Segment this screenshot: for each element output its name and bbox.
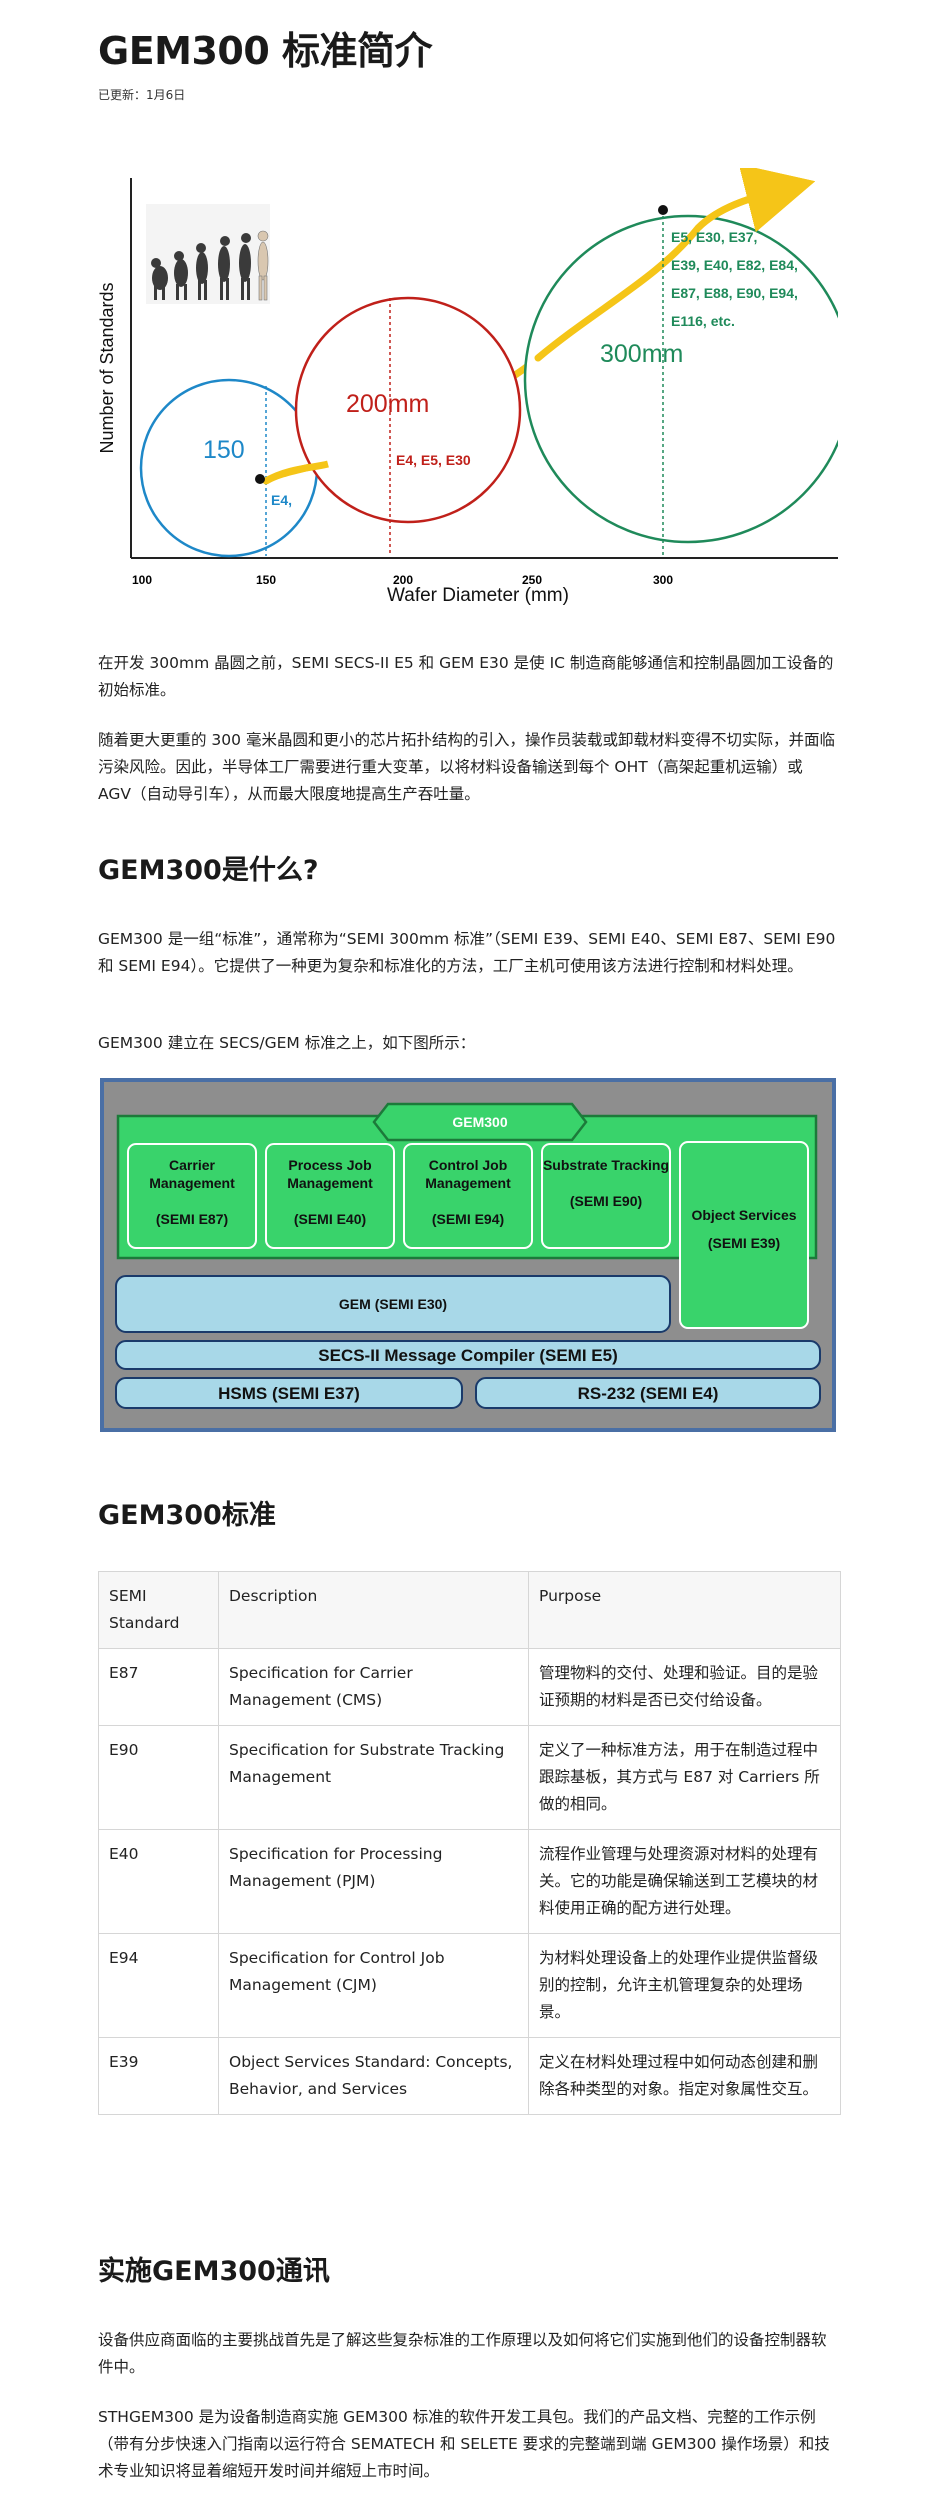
standards-200mm: E4, E5, E30 [396,452,471,468]
standard-code: E39 [98,2037,219,2115]
module-name: Process Job Management [287,1157,373,1191]
wafer-evolution-figure: Number of Standards 100 150 200 250 300 … [97,164,853,618]
heading-implement-gem300: 实施GEM300通讯 [98,2256,330,2287]
page-title: GEM300 标准简介 [98,29,433,73]
hsms-layer [115,1377,463,1409]
gem300-stack-diagram: GEM300 Carrier Management (SEMI E87) Pro… [98,1076,838,1434]
secs2-layer [115,1340,821,1370]
column-header: Purpose [528,1571,841,1649]
x-tick: 250 [522,573,542,587]
module-code: (SEMI E87) [155,1211,229,1227]
module-name: Object Services [691,1207,797,1223]
module-name: Control Job Management [425,1157,511,1191]
module-object-services: Object Services (SEMI E39) [679,1141,809,1329]
table-header-row: SEMI Standard Description Purpose [98,1571,841,1649]
standard-purpose: 管理物料的交付、处理和验证。目的是验证预期的材料是否已交付给设备。 [528,1648,841,1726]
rs232-layer-label: RS-232 (SEMI E4) [578,1384,719,1403]
x-tick: 200 [393,573,413,587]
x-axis-label: Wafer Diameter (mm) [387,585,569,606]
standards-300mm-line: E5, E30, E37, [671,229,757,245]
module-name: Carrier Management [149,1157,235,1191]
hsms-layer-label: HSMS (SEMI E37) [218,1384,360,1403]
column-header: SEMI Standard [98,1571,219,1649]
what-paragraph-2: GEM300 建立在 SECS/GEM 标准之上，如下图所示： [98,1034,476,1052]
table-row: E40 Specification for Processing Managem… [98,1829,841,1934]
module-substrate-tracking: Substrate Tracking (SEMI E90) [541,1143,671,1249]
label-200mm: 200mm [346,390,429,418]
column-header: Description [218,1571,529,1649]
module-name: Substrate Tracking [542,1157,670,1173]
standard-description: Object Services Standard: Concepts, Beha… [218,2037,529,2115]
standards-table: SEMI Standard Description Purpose E87 Sp… [98,1571,841,2115]
x-tick: 300 [653,573,673,587]
intro-paragraph-1: 在开发 300mm 晶圆之前，SEMI SECS-II E5 和 GEM E30… [98,654,834,699]
table-row: E94 Specification for Control Job Manage… [98,1933,841,2038]
heading-gem300-standards: GEM300标准 [98,1500,276,1531]
rs232-layer [475,1377,821,1409]
standard-code: E40 [98,1829,219,1934]
standard-description: Specification for Processing Management … [218,1829,529,1934]
standard-code: E87 [98,1648,219,1726]
module-code: (SEMI E39) [707,1235,781,1251]
intro-paragraph-2: 随着更大更重的 300 毫米晶圆和更小的芯片拓扑结构的引入，操作员装载或卸载材料… [98,731,835,803]
updated-date: 已更新：1月6日 [98,88,186,102]
wafer-evolution-svg: Number of Standards 100 150 200 250 300 … [97,164,853,618]
gem300-label: GEM300 [452,1114,507,1130]
module-code: (SEMI E90) [569,1193,643,1209]
module-carrier-management: Carrier Management (SEMI E87) [127,1143,257,1249]
evolution-illustration [146,204,270,304]
standard-description: Specification for Substrate Tracking Man… [218,1725,529,1830]
label-300mm: 300mm [600,340,683,368]
label-150mm: 150 [203,436,245,464]
standards-300mm-line: E116, etc. [671,313,735,329]
standard-purpose: 定义了一种标准方法，用于在制造过程中跟踪基板，其方式与 E87 对 Carrie… [528,1725,841,1830]
impl-paragraph-1: 设备供应商面临的主要挑战首先是了解这些复杂标准的工作原理以及如何将它们实施到他们… [98,2331,827,2376]
gem300-stack-svg: GEM300 Carrier Management (SEMI E87) Pro… [100,1078,836,1432]
table-row: E87 Specification for Carrier Management… [98,1648,841,1726]
standard-code: E94 [98,1933,219,2038]
module-code: (SEMI E94) [431,1211,505,1227]
what-paragraph-1: GEM300 是一组“标准”，通常称为“SEMI 300mm 标准”（SEMI … [98,930,836,975]
standards-300mm-line: E39, E40, E82, E84, [671,257,798,273]
x-tick: 150 [256,573,276,587]
heading-what-is-gem300: GEM300是什么? [98,855,319,886]
table-row: E90 Specification for Substrate Tracking… [98,1725,841,1830]
y-axis-label: Number of Standards [98,282,117,453]
standards-300mm-line: E87, E88, E90, E94, [671,285,798,301]
module-code: (SEMI E40) [293,1211,367,1227]
standard-purpose: 流程作业管理与处理资源对材料的处理有关。它的功能是确保输送到工艺模块的材料使用正… [528,1829,841,1934]
gem-layer-label: GEM (SEMI E30) [339,1296,447,1312]
standards-150mm: E4, [271,492,292,508]
standard-code: E90 [98,1725,219,1830]
standard-description: Specification for Carrier Management (CM… [218,1648,529,1726]
module-control-job-management: Control Job Management (SEMI E94) [403,1143,533,1249]
standard-purpose: 定义在材料处理过程中如何动态创建和删除各种类型的对象。指定对象属性交互。 [528,2037,841,2115]
circle-200mm [294,296,522,524]
gem-layer [115,1275,671,1333]
secs2-layer-label: SECS-II Message Compiler (SEMI E5) [318,1346,617,1365]
standard-description: Specification for Control Job Management… [218,1933,529,2038]
impl-paragraph-2: STHGEM300 是为设备制造商实施 GEM300 标准的软件开发工具包。我们… [98,2408,830,2480]
standard-purpose: 为材料处理设备上的处理作业提供监督级别的控制，允许主机管理复杂的处理场景。 [528,1933,841,2038]
module-process-job-management: Process Job Management (SEMI E40) [265,1143,395,1249]
table-row: E39 Object Services Standard: Concepts, … [98,2037,841,2115]
gem300-header-shape [372,1102,588,1142]
x-tick: 100 [132,573,152,587]
